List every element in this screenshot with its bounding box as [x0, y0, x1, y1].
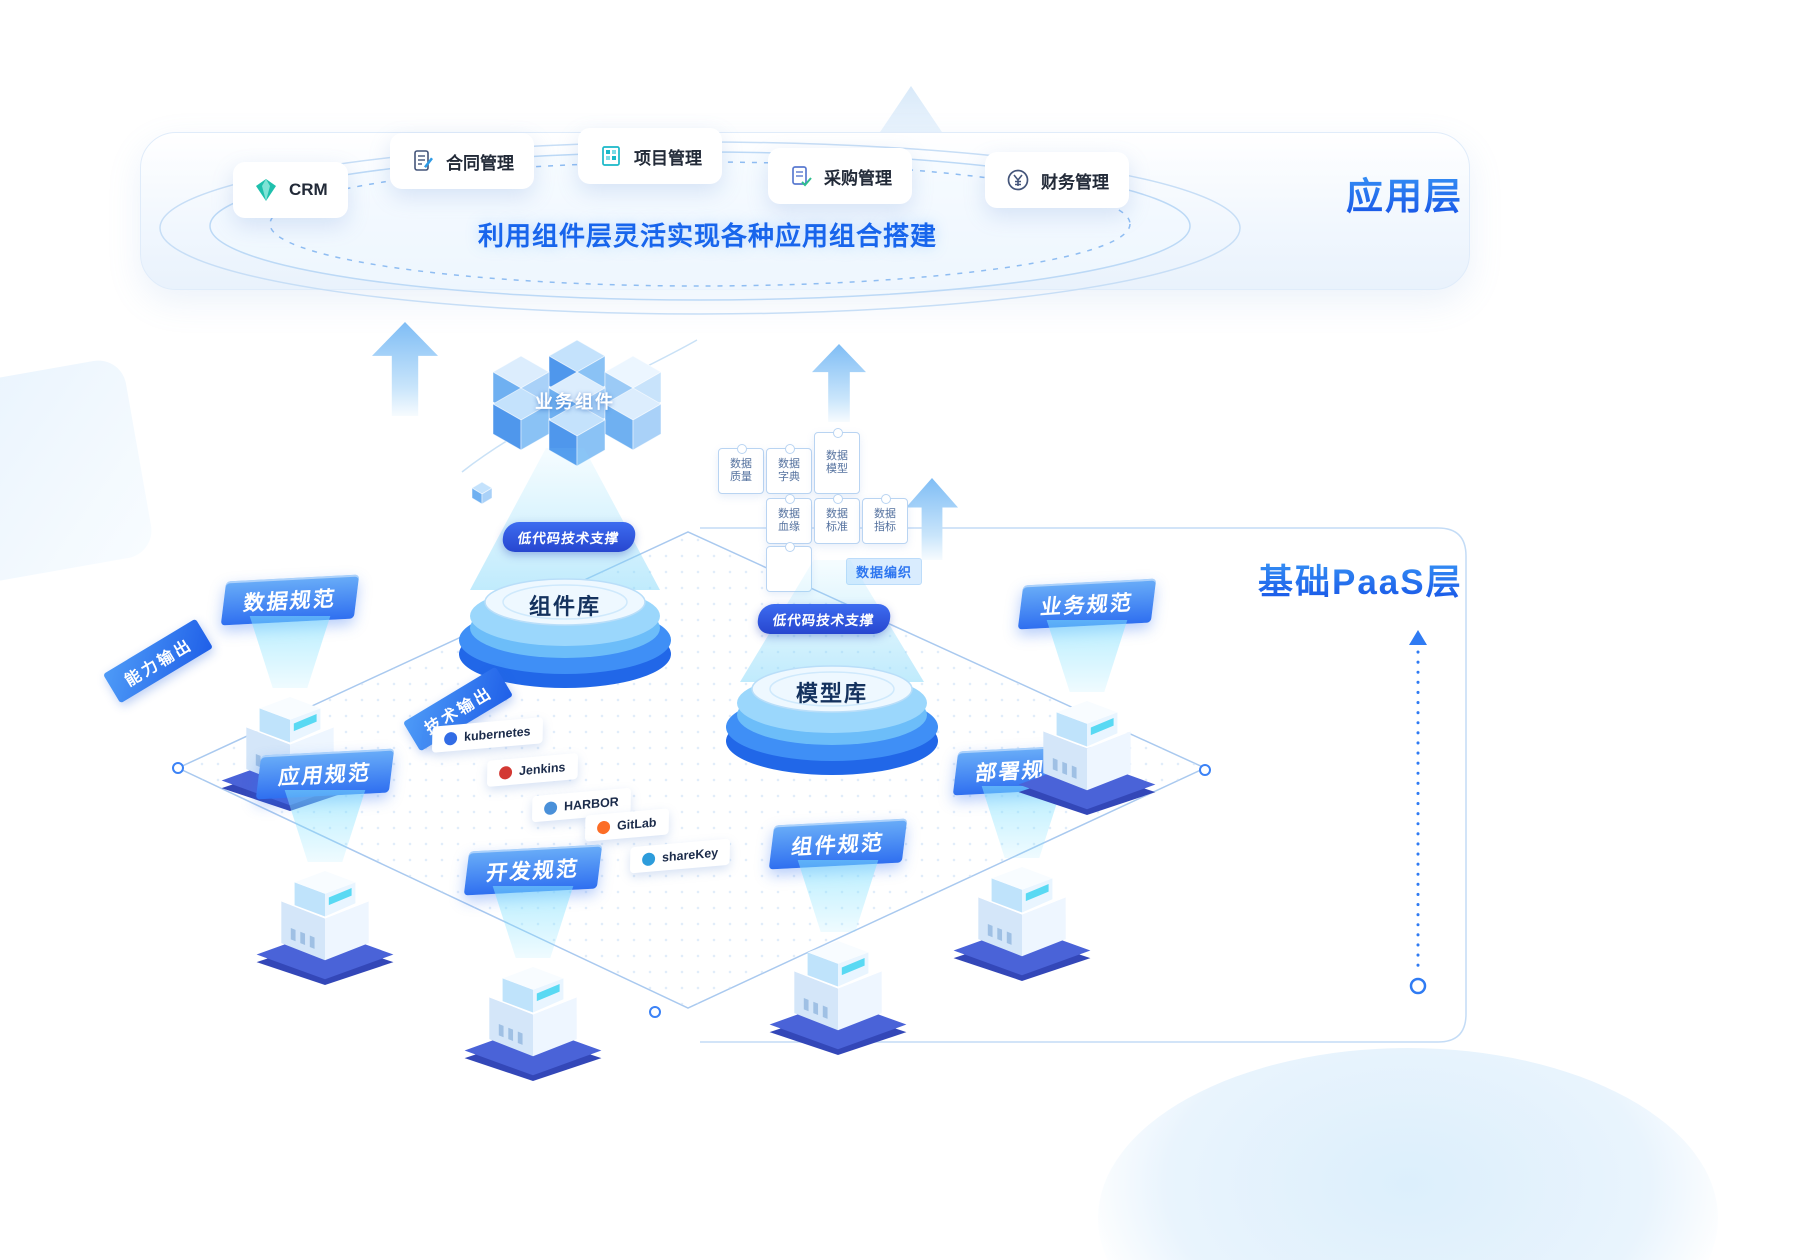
tech-pill-label: shareKey — [661, 845, 719, 865]
background-blob-bottom-right — [1098, 1048, 1718, 1260]
procurement-icon — [792, 166, 812, 187]
puzzle-label: 数据标准 — [826, 507, 848, 533]
spec-group-application: 应用规范 — [235, 748, 415, 1017]
business-components-label: 业务组件 — [535, 392, 615, 412]
arrow-up-icon — [906, 478, 958, 560]
puzzle-label: 数据质量 — [730, 457, 752, 483]
puzzle-piece: 数据模型 — [814, 428, 860, 494]
spec-group-data: 数据规范 — [200, 574, 380, 843]
app-card-label: 合同管理 — [446, 153, 514, 173]
arrow-up-icon — [812, 344, 866, 422]
app-card-label: 项目管理 — [634, 148, 702, 168]
app-layer-tagline: 利用组件层灵活实现各种应用组合搭建 — [478, 221, 938, 251]
capability-output-banner: 能力输出 — [102, 618, 214, 704]
puzzle-label: 数据指标 — [874, 507, 896, 533]
spec-group-development: 开发规范 — [443, 844, 623, 1113]
puzzle-piece: 数据血缘 — [766, 494, 812, 544]
puzzle-label: 数据模型 — [826, 449, 848, 475]
contract-icon — [414, 150, 433, 171]
harbor-icon — [544, 800, 558, 815]
app-card-project: 项目管理 — [578, 128, 722, 184]
puzzle-piece: 数据指标 — [862, 494, 908, 544]
tech-pill-label: kubernetes — [463, 724, 531, 745]
tech-pill-label: GitLab — [616, 815, 657, 833]
server-icon — [946, 842, 1098, 985]
jenkins-icon — [499, 765, 513, 780]
tech-pill-label: HARBOR — [563, 794, 619, 814]
app-card-label: CRM — [289, 180, 328, 199]
app-card-label: 财务管理 — [1041, 172, 1109, 192]
kubernetes-icon — [444, 731, 458, 746]
server-icon — [457, 942, 609, 1085]
tech-pill-label: Jenkins — [518, 760, 566, 779]
background-blob-left — [0, 356, 156, 588]
spec-group-business: 业务规范 — [997, 578, 1177, 847]
puzzle-label: 数据字典 — [778, 457, 800, 483]
paas-layer-title: 基础PaaS层 — [1258, 554, 1463, 605]
app-card-contract: 合同管理 — [390, 133, 534, 189]
spec-group-component: 组件规范 — [748, 818, 928, 1087]
app-layer-title: 应用层 — [1346, 166, 1463, 220]
server-icon — [1011, 676, 1163, 819]
data-weaving-badge: 数据编织 — [846, 558, 923, 585]
arrow-up-icon — [372, 322, 438, 416]
app-card-finance: 财务管理 — [985, 152, 1129, 208]
sharekey-icon — [642, 851, 656, 866]
component-library-label: 组件库 — [528, 594, 601, 619]
business-components-cubes — [461, 339, 698, 505]
server-icon — [762, 916, 914, 1059]
model-library-label: 模型库 — [795, 681, 868, 706]
app-card-procurement: 采购管理 — [768, 148, 912, 204]
project-icon — [602, 146, 620, 166]
server-icon — [249, 846, 401, 989]
crm-icon — [256, 179, 276, 201]
puzzle-piece: 数据标准 — [814, 494, 860, 544]
app-card-label: 采购管理 — [824, 168, 892, 188]
finance-icon — [1007, 169, 1029, 191]
puzzle-piece: 数据质量 — [718, 444, 764, 494]
puzzle-piece: 数据字典 — [766, 444, 812, 494]
puzzle-label: 数据血缘 — [778, 507, 800, 533]
gitlab-icon — [596, 819, 611, 835]
app-card-crm: CRM — [233, 162, 348, 218]
